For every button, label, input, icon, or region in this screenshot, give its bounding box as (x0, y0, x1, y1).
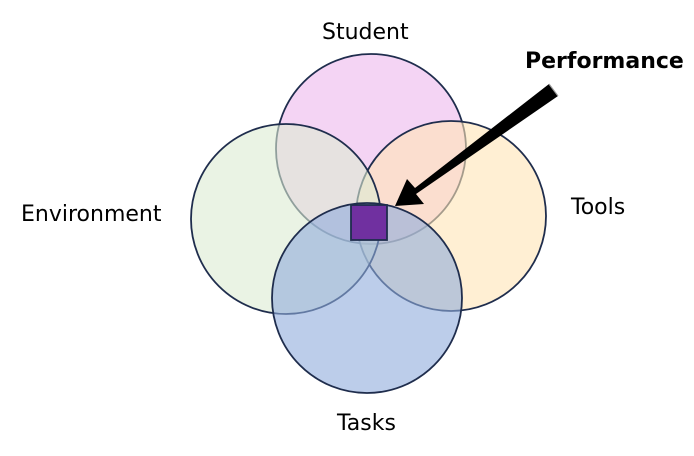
environment-label: Environment (21, 202, 162, 227)
performance-label: Performance (525, 49, 684, 74)
tasks-label: Tasks (337, 411, 396, 436)
performance-arrow-highlight (548, 83, 559, 97)
performance-square (350, 204, 388, 241)
tasks-circle (271, 202, 463, 394)
performance-arrow (395, 84, 558, 206)
tools-label: Tools (571, 195, 626, 220)
student-label: Student (322, 20, 409, 45)
